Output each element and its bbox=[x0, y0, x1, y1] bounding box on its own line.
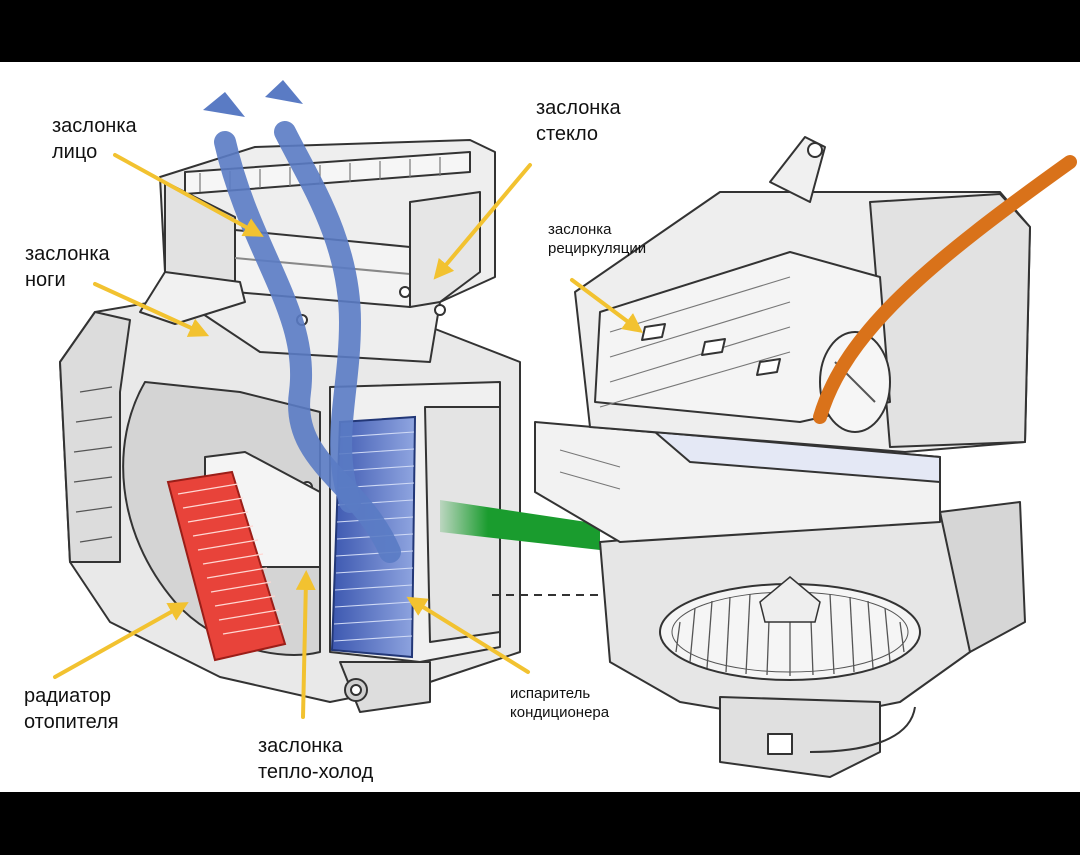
diagram-canvas: заслонка лицо заслонка стекло заслонка н… bbox=[0, 62, 1080, 792]
heater-core-graphic bbox=[166, 470, 287, 662]
leader-blend-flap bbox=[295, 570, 316, 719]
blower-unit bbox=[534, 136, 1031, 778]
leader-heater-core bbox=[53, 602, 189, 679]
leader-face-flap bbox=[113, 153, 264, 237]
label-heater-core: радиатор отопителя bbox=[24, 685, 119, 733]
leader-feet-flap bbox=[93, 282, 210, 337]
hvac-illustration bbox=[53, 80, 1077, 778]
label-evaporator: испаритель кондиционера bbox=[510, 685, 610, 722]
leader-arrow-icon bbox=[53, 153, 644, 719]
leader-recirc-flap bbox=[570, 278, 644, 333]
label-feet-flap: заслонка ноги bbox=[25, 243, 110, 291]
recirc-duct-graphic bbox=[813, 155, 1077, 424]
label-blend-flap: заслонка тепло-холод bbox=[258, 735, 374, 783]
label-face-flap: заслонка лицо bbox=[52, 115, 137, 163]
leader-evaporator bbox=[406, 596, 530, 674]
leader-glass-flap bbox=[433, 163, 532, 280]
label-glass-flap: заслонка стекло bbox=[536, 97, 621, 145]
fan-wheel-icon bbox=[659, 576, 921, 681]
label-recirc-flap: заслонка рециркуляции bbox=[548, 221, 647, 258]
